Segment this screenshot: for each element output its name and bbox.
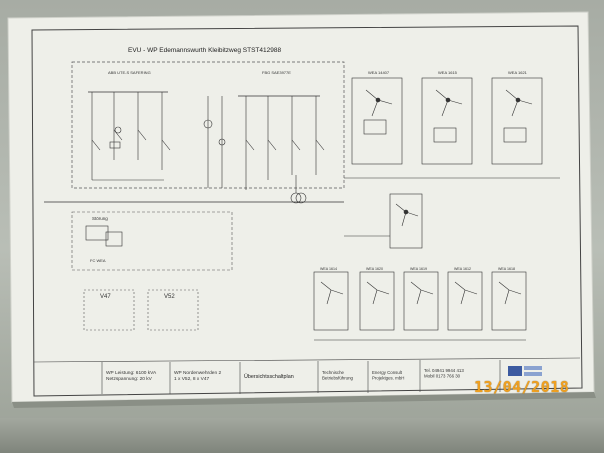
v52-title: V52 xyxy=(164,294,175,300)
turbine-group-top xyxy=(344,77,560,179)
turbine-bottom-3: WEA 1619 xyxy=(410,267,427,271)
turbine-bottom-1: WEA 1614 xyxy=(320,267,337,271)
drawing-frame xyxy=(31,25,583,397)
v52-box xyxy=(147,289,199,331)
lower-wall-shadow xyxy=(0,418,604,453)
feeders-left xyxy=(91,92,171,181)
metering-section xyxy=(203,96,226,188)
turbine-bottom-5: WEA 1618 xyxy=(498,267,515,271)
switchgear-label-left: ABB UTE-S SAFERING xyxy=(108,70,151,75)
esg-box xyxy=(105,231,123,247)
fc-wea-label: FC WEA xyxy=(90,258,106,263)
turbine-bottom-4: WEA 1612 xyxy=(454,267,471,271)
v47-title: V47 xyxy=(100,294,111,300)
feeders-mid xyxy=(245,96,325,204)
turbine-group-bottom xyxy=(313,271,527,341)
turbine-middle xyxy=(344,193,423,249)
v47-box xyxy=(83,289,135,331)
turbine-top-2: WEA 1615 xyxy=(438,70,458,75)
stoerung-box xyxy=(71,211,233,271)
switchgear-box-left xyxy=(71,61,345,189)
paper-shadow xyxy=(12,392,596,408)
rtu-box xyxy=(85,225,109,241)
turbine-top-3: WEA 1621 xyxy=(508,70,528,75)
title-block xyxy=(33,357,581,394)
title-cell-3: Übersichtsschaltplan xyxy=(244,373,294,380)
stoerung-label: Störung xyxy=(92,216,108,221)
switchgear-label-mid: FBG SAE3977E xyxy=(262,70,291,75)
turbine-top-1: WEA 14407 xyxy=(368,70,390,75)
paper xyxy=(7,11,595,403)
turbine-bottom-2: WEA 1620 xyxy=(366,267,383,271)
company-logo xyxy=(508,366,542,376)
photo-date-stamp: 13/04/2018 xyxy=(474,378,570,396)
drawing-title: EVU - WP Edemannswurth Kleibitzweg STST4… xyxy=(128,47,281,54)
